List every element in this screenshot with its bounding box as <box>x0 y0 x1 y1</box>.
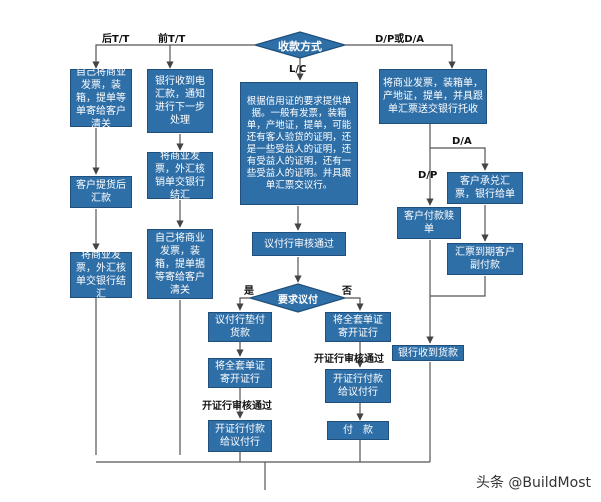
dp-da-label: D/P或D/A <box>375 34 424 45</box>
watermark: 头条 @BuildMost <box>440 470 595 494</box>
da-label: D/A <box>452 136 472 147</box>
pre-tt-step-3: 自己将商业发票，装箱，提单据等寄给客户清关 <box>147 229 213 299</box>
dp-step-1: 客户付款赎单 <box>397 207 461 239</box>
yes-step-2: 将全套单证寄开证行 <box>208 358 272 388</box>
pre-tt-step-1: 银行收到电汇款，通知进行下一步处理 <box>147 69 213 133</box>
no-step-3: 付 款 <box>327 421 389 440</box>
pre-tt-label: 前T/T <box>158 34 186 45</box>
yes-label: 是 <box>244 286 254 297</box>
bank-receives-payment: 银行收到货款 <box>392 345 464 361</box>
post-tt-step-2: 客户提货后汇款 <box>70 176 132 208</box>
no-step-2: 开证行付款给议付行 <box>325 369 391 403</box>
dpda-step-1: 将商业发票，装箱单，产地证，提单，并具跟单汇票送交银行托收 <box>379 69 487 124</box>
da-step-2: 汇票到期客户副付款 <box>447 243 523 275</box>
dp-label: D/P <box>418 170 438 181</box>
payment-method-label: 收款方式 <box>278 40 322 53</box>
post-tt-step-3: 将商业发票，外汇核单交银行结汇 <box>70 250 132 300</box>
negotiate-diamond <box>247 283 348 313</box>
lc-step-2: 议付行审核通过 <box>252 232 346 256</box>
pass-label-left: 开证行审核通过 <box>202 401 272 412</box>
negotiate-label: 要求议付 <box>278 295 318 306</box>
lc-label: L/C <box>289 64 307 75</box>
yes-step-1: 议付行垫付货款 <box>208 312 272 342</box>
no-label: 否 <box>342 286 352 297</box>
lc-step-1: 根据信用证的要求提供单据。一般有发票，装箱单，产地证，提单，可能还有客人验货的证… <box>240 82 358 205</box>
post-tt-step-1: 自己将商业发票，装箱，提单等单寄给客户清关 <box>70 67 132 130</box>
da-step-1: 客户承兑汇票，银行给单 <box>447 172 523 204</box>
pre-tt-step-2: 将商业发票，外汇核销单交银行结汇 <box>147 151 213 201</box>
yes-step-3: 开证行付款给议付行 <box>208 420 272 452</box>
no-step-1: 将全套单证寄开证行 <box>325 312 391 342</box>
post-tt-label: 后T/T <box>102 34 130 45</box>
pass-label-right: 开证行审核通过 <box>314 354 384 365</box>
